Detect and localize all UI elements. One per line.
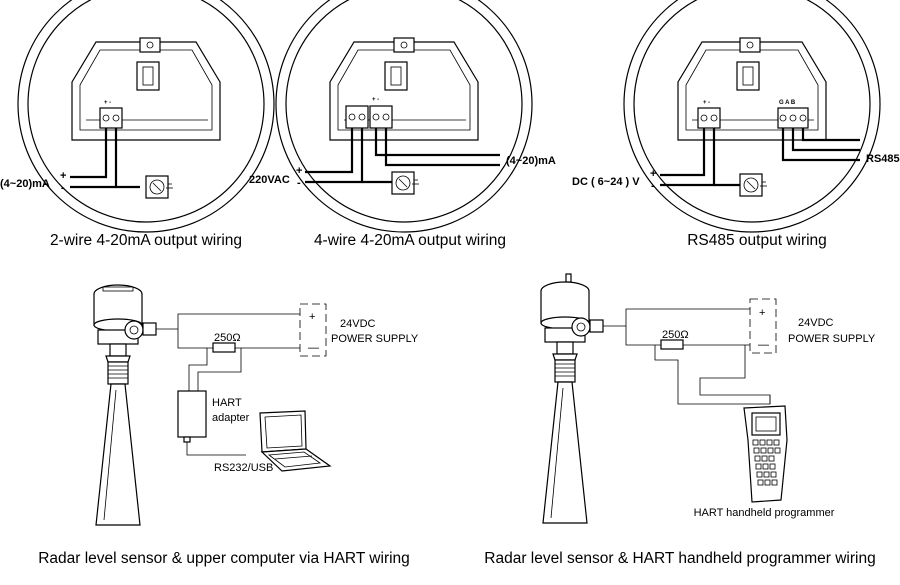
housing-2-wire: + -	[17, 0, 275, 233]
adapter-line1: HART	[212, 397, 242, 409]
panel-hart-pc: 250Ω + — 24VDC POWER SUPPLY HART adapter…	[38, 284, 419, 567]
supply-line2: POWER SUPPLY	[788, 333, 876, 345]
terminal-block	[99, 107, 123, 129]
ground-icon	[145, 175, 173, 199]
minus-sign: —	[758, 339, 769, 351]
bus-label: RS485	[866, 153, 900, 165]
plus-sign: +	[759, 307, 765, 319]
power-supply-box: + —	[299, 303, 327, 357]
ground-icon	[391, 171, 419, 195]
ground-icon	[739, 173, 767, 197]
panel-hart-handheld: 250Ω + — 24VDC POWER SUPPLY HART handhel…	[484, 273, 876, 567]
port-label: RS232/USB	[214, 462, 273, 474]
plus-sign: +	[60, 170, 66, 182]
radar-level-sensor-icon	[540, 273, 604, 524]
signal-label: (4~20)mA	[0, 178, 50, 190]
caption-rs485: RS485 output wiring	[687, 232, 827, 249]
terminal-block-output	[369, 105, 393, 129]
housing-rs485: + - G A B	[623, 0, 881, 233]
radar-level-sensor-icon	[93, 284, 157, 526]
programmer-label: HART handheld programmer	[694, 507, 835, 519]
terminal-marks: + -	[104, 100, 111, 106]
svg-text:+ -: + -	[372, 97, 379, 103]
caption-4-wire: 4-wire 4-20mA output wiring	[314, 232, 506, 249]
minus-sign: -	[297, 177, 301, 189]
resistor-label: 250Ω	[214, 332, 241, 344]
hart-adapter	[177, 390, 207, 443]
plus-sign: +	[309, 311, 315, 323]
supply-line2: POWER SUPPLY	[331, 333, 419, 345]
housing-4-wire: + -	[275, 0, 533, 233]
adapter-line2: adapter	[212, 412, 250, 424]
handheld-programmer-icon	[743, 405, 788, 503]
minus-sign: -	[61, 182, 65, 194]
plus-sign: +	[650, 168, 656, 180]
supply-line1: 24VDC	[340, 318, 376, 330]
panel-4-wire: + - 220VAC + - (4~20)mA 4-wire 4-20mA ou…	[249, 0, 556, 249]
minus-sign: —	[308, 342, 319, 354]
caption-hart-handheld: Radar level sensor & HART handheld progr…	[484, 550, 875, 567]
caption-2-wire: 2-wire 4-20mA output wiring	[50, 232, 242, 249]
wire-positive	[70, 128, 108, 179]
resistor-label: 250Ω	[662, 329, 689, 341]
power-supply-box: + —	[749, 298, 777, 354]
output-label: (4~20)mA	[506, 155, 556, 167]
panel-rs485: + - G A B RS485 DC ( 6~24 ) V + - RS485 …	[572, 0, 900, 249]
terminal-marks: G A B	[779, 100, 796, 106]
laptop-icon	[259, 410, 332, 472]
supply-label: 220VAC	[249, 174, 290, 186]
svg-text:+ -: + -	[703, 100, 710, 106]
supply-line1: 24VDC	[798, 317, 834, 329]
panel-2-wire: + - (4~20)mA + - 2-wire 4-20mA output wi…	[0, 0, 275, 249]
resistor-250-ohm	[660, 339, 684, 350]
plus-sign: +	[296, 165, 302, 177]
wire-negative	[70, 128, 118, 189]
terminal-block-power	[345, 105, 369, 129]
minus-sign: -	[651, 180, 655, 192]
resistor-250-ohm	[212, 342, 236, 353]
caption-hart-pc: Radar level sensor & upper computer via …	[38, 550, 410, 567]
supply-label: DC ( 6~24 ) V	[572, 176, 640, 188]
